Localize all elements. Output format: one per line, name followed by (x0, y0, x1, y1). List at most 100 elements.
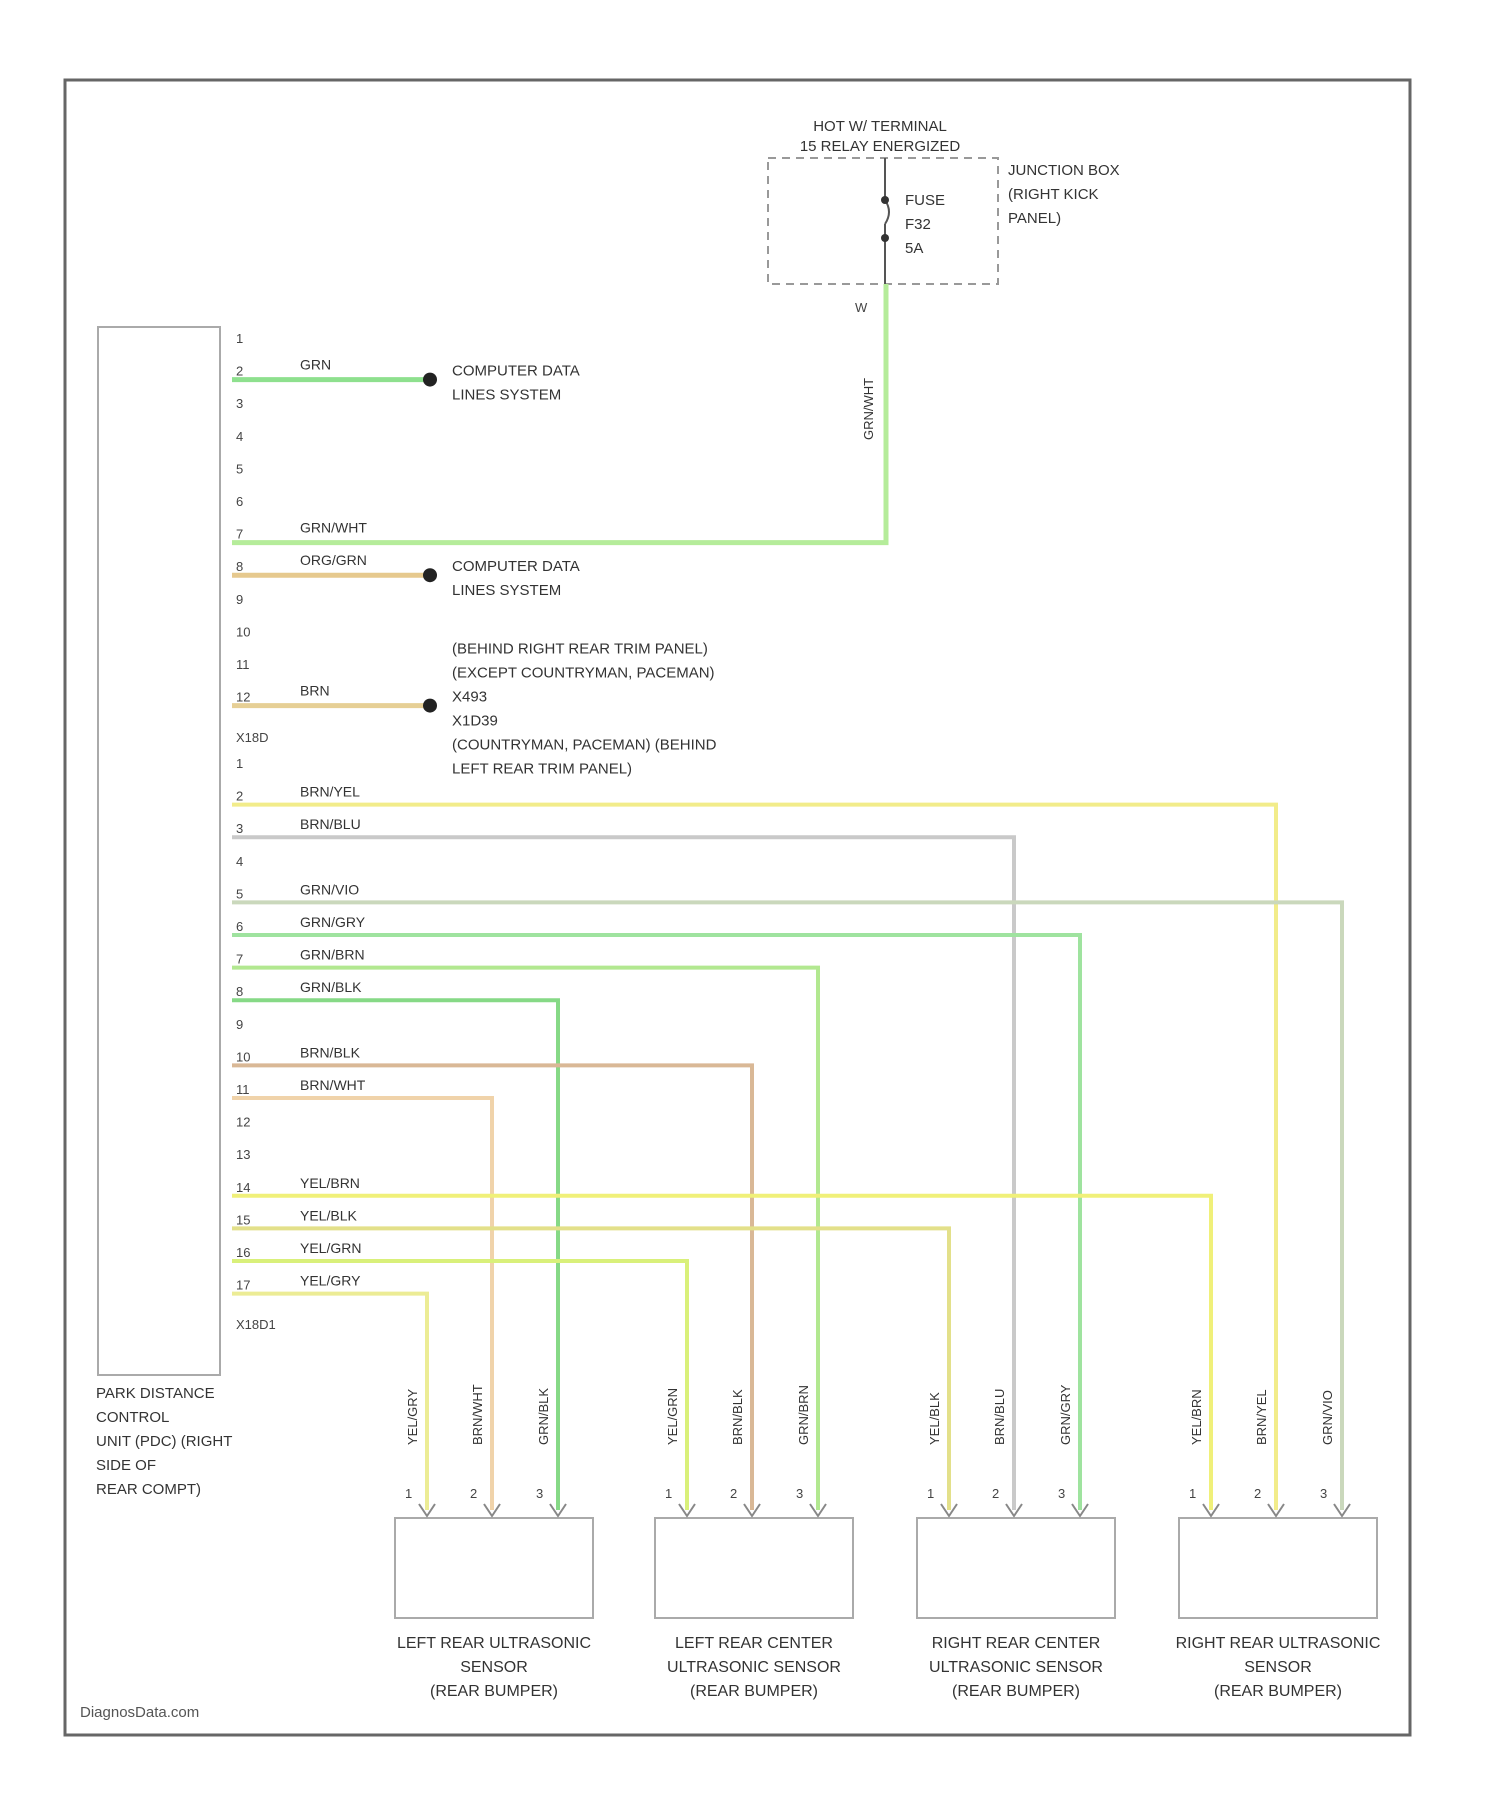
wire-a-dest-line-5: (COUNTRYMAN, PACEMAN) (BEHIND (452, 737, 717, 754)
connector-b-pin-1: 1 (236, 756, 243, 771)
wire-b-line (232, 902, 1342, 1510)
junction-box-outline (768, 158, 998, 284)
sensor-box (1179, 1518, 1377, 1618)
sensor-pin-1: 1 (405, 1486, 412, 1501)
connector-a-label: X18D (236, 730, 269, 745)
sensor-pin-3: 3 (536, 1486, 543, 1501)
connector-a-pin-10: 10 (236, 624, 250, 639)
connector-b-pin-2: 2 (236, 789, 243, 804)
wire-a-line (232, 284, 886, 543)
wire-b-label: GRN/GRY (300, 914, 366, 930)
sensor-pin-1: 1 (927, 1486, 934, 1501)
junction-label-line-1: JUNCTION BOX (1008, 162, 1120, 179)
sensor-wire-label: GRN/BRN (796, 1385, 811, 1445)
junction-header-line-2: 15 RELAY ENERGIZED (800, 138, 961, 155)
junction-box: HOT W/ TERMINAL 15 RELAY ENERGIZED JUNCT… (768, 118, 1120, 440)
connector-a-pin-2: 2 (236, 364, 243, 379)
wire-a-dest-line-3: X493 (452, 689, 487, 706)
wire-a-org-grn: COMPUTER DATA LINES SYSTEM ORG/GRN (232, 552, 580, 599)
pdc-label-line-2: CONTROL (96, 1409, 169, 1426)
wire-a-dest-line-2: LINES SYSTEM (452, 582, 561, 599)
wire-b-label: YEL/GRN (300, 1240, 361, 1256)
wire-a-label: GRN (300, 357, 331, 373)
sensor-label-line-3: (REAR BUMPER) (690, 1683, 818, 1700)
sensor-wire-label: BRN/YEL (1254, 1389, 1269, 1445)
wire-a-dest-line-2: LINES SYSTEM (452, 387, 561, 404)
fuse-label-line-2: F32 (905, 216, 931, 233)
sensor-label-line-2: SENSOR (1244, 1659, 1312, 1676)
connector-a-pin-4: 4 (236, 429, 243, 444)
junction-label-line-3: PANEL) (1008, 210, 1061, 227)
sensor-label-line-1: RIGHT REAR ULTRASONIC (1176, 1635, 1381, 1652)
fuse-symbol (881, 158, 889, 284)
wire-a-label: GRN/WHT (300, 520, 367, 536)
wire-a-dest-line-1: COMPUTER DATA (452, 558, 580, 575)
wire-a-dest-line-1: COMPUTER DATA (452, 363, 580, 380)
wire-b-line (232, 1098, 492, 1510)
wire-b-label: BRN/YEL (300, 784, 360, 800)
sensor-label-line-2: SENSOR (460, 1659, 528, 1676)
pdc-unit-box (98, 327, 220, 1375)
sensor-pin-2: 2 (470, 1486, 477, 1501)
sensor-label-line-1: RIGHT REAR CENTER (932, 1635, 1101, 1652)
wire-a-dest-line-6: LEFT REAR TRIM PANEL) (452, 761, 632, 778)
fuse-label-line-1: FUSE (905, 192, 945, 209)
wire-a-endpoint (423, 699, 437, 713)
wire-a-grn-wht: GRN/WHT (232, 284, 886, 543)
wire-b-line (232, 1261, 687, 1510)
wire-b-line (232, 1196, 1211, 1510)
sensor-pin-3: 3 (1320, 1486, 1327, 1501)
connector-a-pin-3: 3 (236, 396, 243, 411)
junction-pin-label: W (855, 300, 868, 315)
connector-b-pin-17: 17 (236, 1278, 250, 1293)
sensor-pin-2: 2 (1254, 1486, 1261, 1501)
connector-a-pin-9: 9 (236, 592, 243, 607)
connector-b-pin-3: 3 (236, 821, 243, 836)
sensor-box (917, 1518, 1115, 1618)
connector-a-pin-7: 7 (236, 527, 243, 542)
sensor-wire-label: YEL/BRN (1189, 1389, 1204, 1445)
connector-a-pin-11: 11 (236, 657, 250, 672)
sensor-wire-label: BRN/BLU (992, 1389, 1007, 1445)
wire-b-label: GRN/BRN (300, 947, 365, 963)
wire-b-line (232, 1000, 558, 1510)
wire-a-label: BRN (300, 683, 330, 699)
junction-header-line-1: HOT W/ TERMINAL (813, 118, 947, 135)
wire-b-line (232, 1228, 949, 1510)
sensor-label-line-1: LEFT REAR CENTER (675, 1635, 833, 1652)
sensor-label-line-3: (REAR BUMPER) (1214, 1683, 1342, 1700)
sensors: LEFT REAR ULTRASONICSENSOR(REAR BUMPER)1… (395, 1384, 1380, 1700)
wire-a-label: ORG/GRN (300, 552, 367, 568)
sensor-wire-label: YEL/BLK (927, 1392, 942, 1445)
wire-b-line (232, 935, 1080, 1510)
sensor-wire-label: YEL/GRN (665, 1388, 680, 1445)
sensor-label-line-3: (REAR BUMPER) (952, 1683, 1080, 1700)
sensor-wire-label: YEL/GRY (405, 1389, 420, 1445)
connector-b-pin-15: 15 (236, 1212, 250, 1227)
connector-a-pin-1: 1 (236, 331, 243, 346)
wire-b-label: GRN/BLK (300, 979, 362, 995)
wire-b-label: BRN/WHT (300, 1077, 366, 1093)
sensor-wire-label: GRN/BLK (536, 1388, 551, 1445)
wire-b-grn-gry: GRN/GRY (232, 914, 1080, 1510)
connector-b-pin-12: 12 (236, 1115, 250, 1130)
connector-b-pin-8: 8 (236, 984, 243, 999)
wire-b-label: GRN/VIO (300, 881, 359, 897)
sensor-pin-1: 1 (665, 1486, 672, 1501)
diagram-border (65, 80, 1410, 1735)
wire-a-brn: (BEHIND RIGHT REAR TRIM PANEL)(EXCEPT CO… (232, 641, 717, 778)
wire-a-grn: COMPUTER DATA LINES SYSTEM GRN (232, 357, 580, 404)
wire-a-dest-line-1: (BEHIND RIGHT REAR TRIM PANEL) (452, 641, 708, 658)
connector-b-pin-7: 7 (236, 952, 243, 967)
pdc-label-line-4: SIDE OF (96, 1457, 156, 1474)
pdc-label-line-3: UNIT (PDC) (RIGHT (96, 1433, 232, 1450)
pdc-label-line-5: REAR COMPT) (96, 1481, 201, 1498)
connector-a-pin-12: 12 (236, 690, 250, 705)
connector-b-pin-9: 9 (236, 1017, 243, 1032)
sensor-pin-3: 3 (796, 1486, 803, 1501)
sensor-pin-1: 1 (1189, 1486, 1196, 1501)
sensor-label-line-2: ULTRASONIC SENSOR (929, 1659, 1103, 1676)
sensor-pin-2: 2 (730, 1486, 737, 1501)
connector-a-pin-6: 6 (236, 494, 243, 509)
